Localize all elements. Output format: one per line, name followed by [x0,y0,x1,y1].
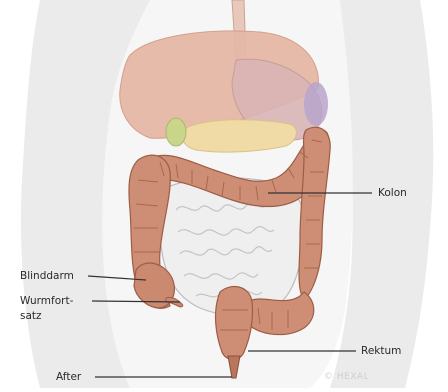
label-blinddarm: Blinddarm [20,270,74,282]
label-rektum: Rektum [361,345,401,357]
spleen [304,82,328,126]
label-wurmfortsatz-line2: satz [20,310,42,322]
gallbladder [166,118,186,146]
label-kolon: Kolon [378,187,407,199]
label-after: After [56,371,81,383]
copyright-credit: © HEXAL [324,372,369,382]
pancreas [182,120,296,152]
label-wurmfortsatz-line1: Wurmfort- [20,295,73,307]
